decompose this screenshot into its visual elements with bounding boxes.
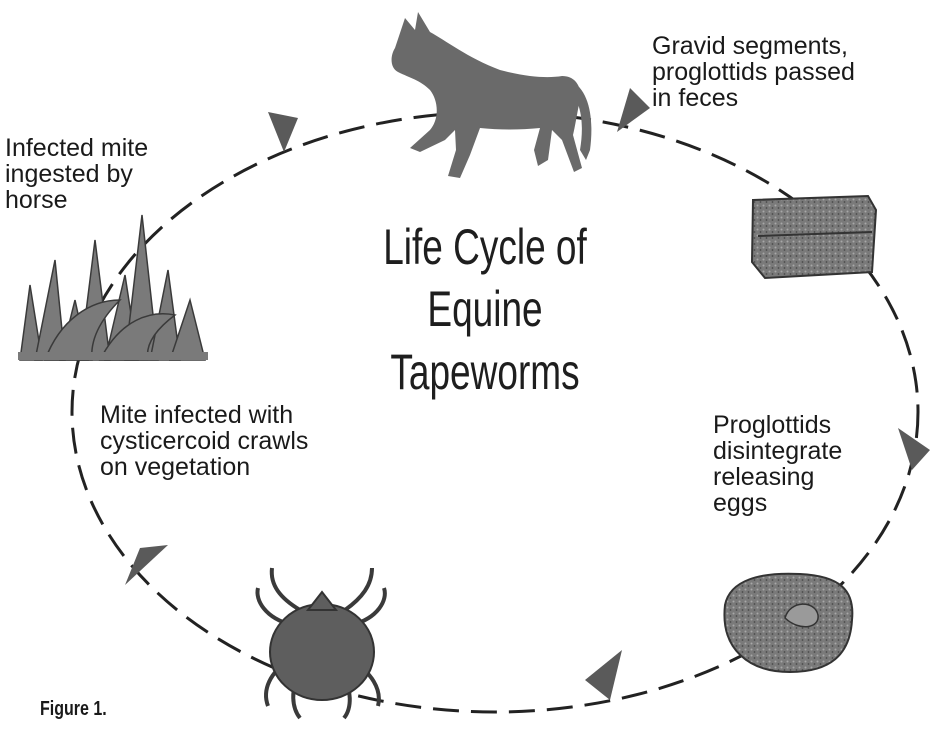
diagram-title-line-3: Tapeworms [370,347,599,397]
stage-label-mite-on-vegetation: Mite infected with cysticercoid crawls o… [100,402,308,480]
stage-label-proglottids-passed: Gravid segments, proglottids passed in f… [652,33,855,111]
mite-body [270,592,374,700]
stage-label-mite-ingested: Infected mite ingested by horse [5,135,148,213]
horse-icon [392,12,592,178]
diagram-title-line-1: Life Cycle of [370,222,599,272]
cycle-arrow-right [898,428,930,470]
cycle-arrow-bottom-right [585,650,622,700]
figure-caption: Figure 1. [40,698,107,721]
grass-icon [18,215,208,360]
cycle-arrow-top-right [617,88,650,132]
stage-label-eggs-released: Proglottids disintegrate releasing eggs [713,412,842,516]
diagram-title-line-2: Equine [370,284,599,334]
proglottid-segment-icon [752,196,876,278]
cycle-arrow-top-left [268,112,298,152]
egg-icon [724,574,852,672]
